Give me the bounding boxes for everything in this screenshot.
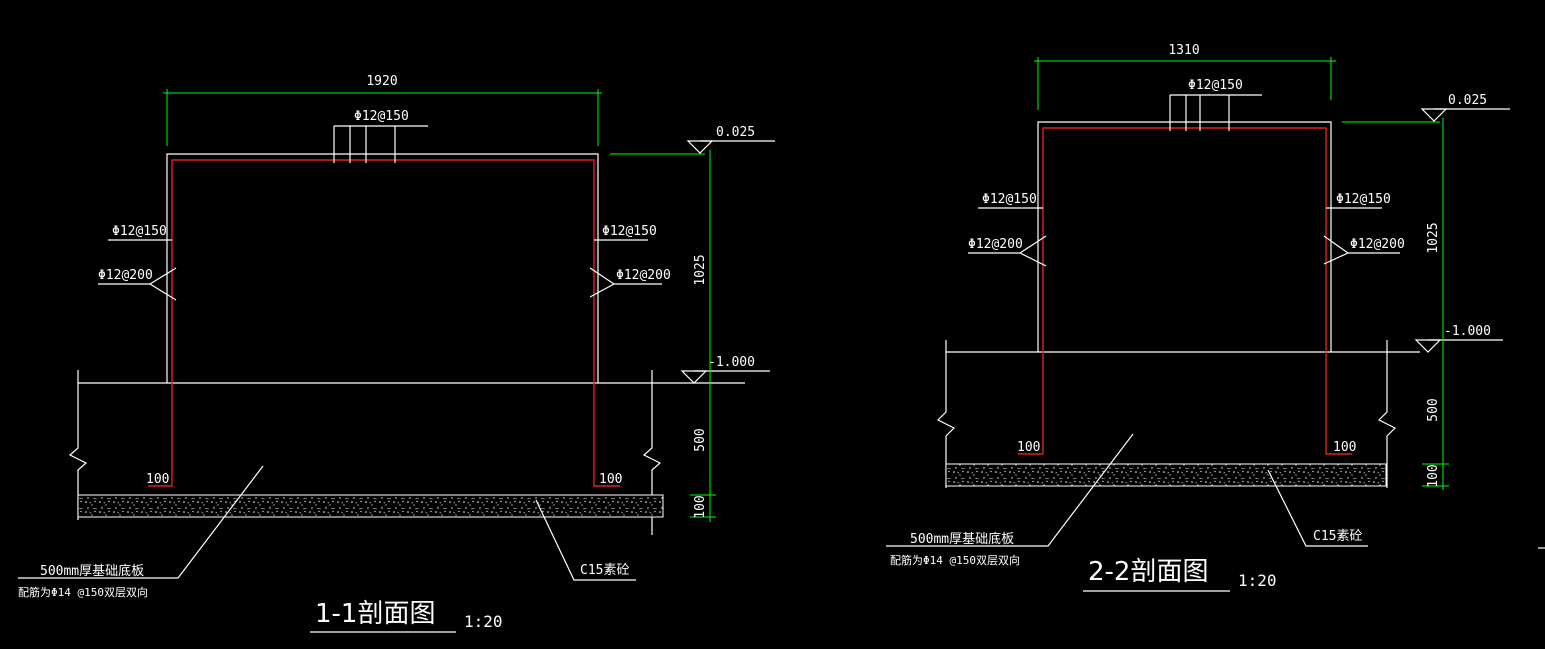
slab-left-edge-2 (936, 340, 956, 488)
right-rebar-label-b-1: Φ12@200 (616, 268, 671, 283)
elev-bottom-marker-2 (1414, 339, 1442, 353)
wall-outline-2 (1037, 121, 1332, 352)
slab-right-edge-1 (642, 370, 662, 535)
section-1-1: 1920 Φ12@150 Φ12@150 Φ12@200 Φ12@150 Φ12… (18, 74, 775, 633)
elev-top-label-1: 0.025 (716, 125, 755, 140)
bed-dim-label-1: 100 (693, 495, 708, 518)
concrete-note-leader-2 (1267, 469, 1368, 547)
left-rebar-label-b-1: Φ12@200 (98, 268, 153, 283)
section-title-2: 2-2剖面图 (1088, 557, 1208, 587)
left-rebar-leader-b-1 (98, 267, 177, 301)
left-rebar-label-b-2: Φ12@200 (968, 237, 1023, 252)
concrete-note-leader-1 (535, 499, 636, 581)
slab-note-leader-1 (18, 465, 264, 579)
slab-note-1-1: 500mm厚基础底板 (40, 563, 144, 579)
concrete-bed-1 (77, 494, 664, 518)
slab-left-edge-1 (68, 370, 88, 520)
rebar-cage-2 (1018, 127, 1352, 455)
wall-outline-1 (166, 153, 599, 383)
slab-dim-label-2: 500 (1426, 398, 1441, 421)
height-dim-label-2: 1025 (1426, 222, 1441, 253)
slab-right-edge-2 (1377, 340, 1397, 488)
width-dim-label-1: 1920 (366, 74, 397, 89)
left-hook-label-1: 100 (146, 472, 169, 487)
elev-top-marker-2 (1420, 108, 1448, 122)
section-title-1: 1-1剖面图 (315, 599, 435, 629)
elev-bottom-label-1: -1.000 (708, 355, 755, 370)
slab-note-leader-2 (886, 433, 1134, 547)
left-rebar-leader-b-2 (968, 235, 1047, 267)
width-dim-label-2: 1310 (1168, 43, 1199, 58)
elev-top-marker-1 (686, 140, 714, 154)
concrete-note-1: C15素砼 (580, 563, 629, 578)
slab-dim-label-1: 500 (693, 428, 708, 451)
slab-note-2-1: 配筋为Φ14 @150双层双向 (18, 585, 148, 599)
top-rebar-label-2: Φ12@150 (1188, 78, 1243, 93)
section-scale-2: 1:20 (1238, 571, 1277, 590)
elev-bottom-marker-1 (680, 370, 708, 384)
slab-note-2-2: 配筋为Φ14 @150双层双向 (890, 553, 1020, 567)
right-rebar-leader-b-1 (589, 267, 662, 298)
right-hook-label-2: 100 (1333, 440, 1356, 455)
left-rebar-label-a-2: Φ12@150 (982, 192, 1037, 207)
section-scale-1: 1:20 (464, 612, 503, 631)
elev-top-label-2: 0.025 (1448, 93, 1487, 108)
left-hook-label-2: 100 (1017, 440, 1040, 455)
section-2-2: 1310 Φ12@150 Φ12@150 Φ12@200 Φ12@150 Φ12… (886, 43, 1510, 592)
right-rebar-label-a-2: Φ12@150 (1336, 192, 1391, 207)
right-rebar-label-b-2: Φ12@200 (1350, 237, 1405, 252)
rebar-cage-1 (148, 159, 620, 487)
bed-dim-label-2: 100 (1426, 464, 1441, 487)
right-rebar-leader-b-2 (1323, 235, 1400, 265)
concrete-bed-2 (945, 463, 1387, 487)
elev-bottom-label-2: -1.000 (1444, 324, 1491, 339)
right-hook-label-1: 100 (599, 472, 622, 487)
right-rebar-label-a-1: Φ12@150 (602, 224, 657, 239)
left-rebar-label-a-1: Φ12@150 (112, 224, 167, 239)
top-rebar-label-1: Φ12@150 (354, 109, 409, 124)
height-dim-label-1: 1025 (693, 254, 708, 285)
concrete-note-2: C15素砼 (1313, 529, 1362, 544)
slab-note-1-2: 500mm厚基础底板 (910, 531, 1014, 547)
